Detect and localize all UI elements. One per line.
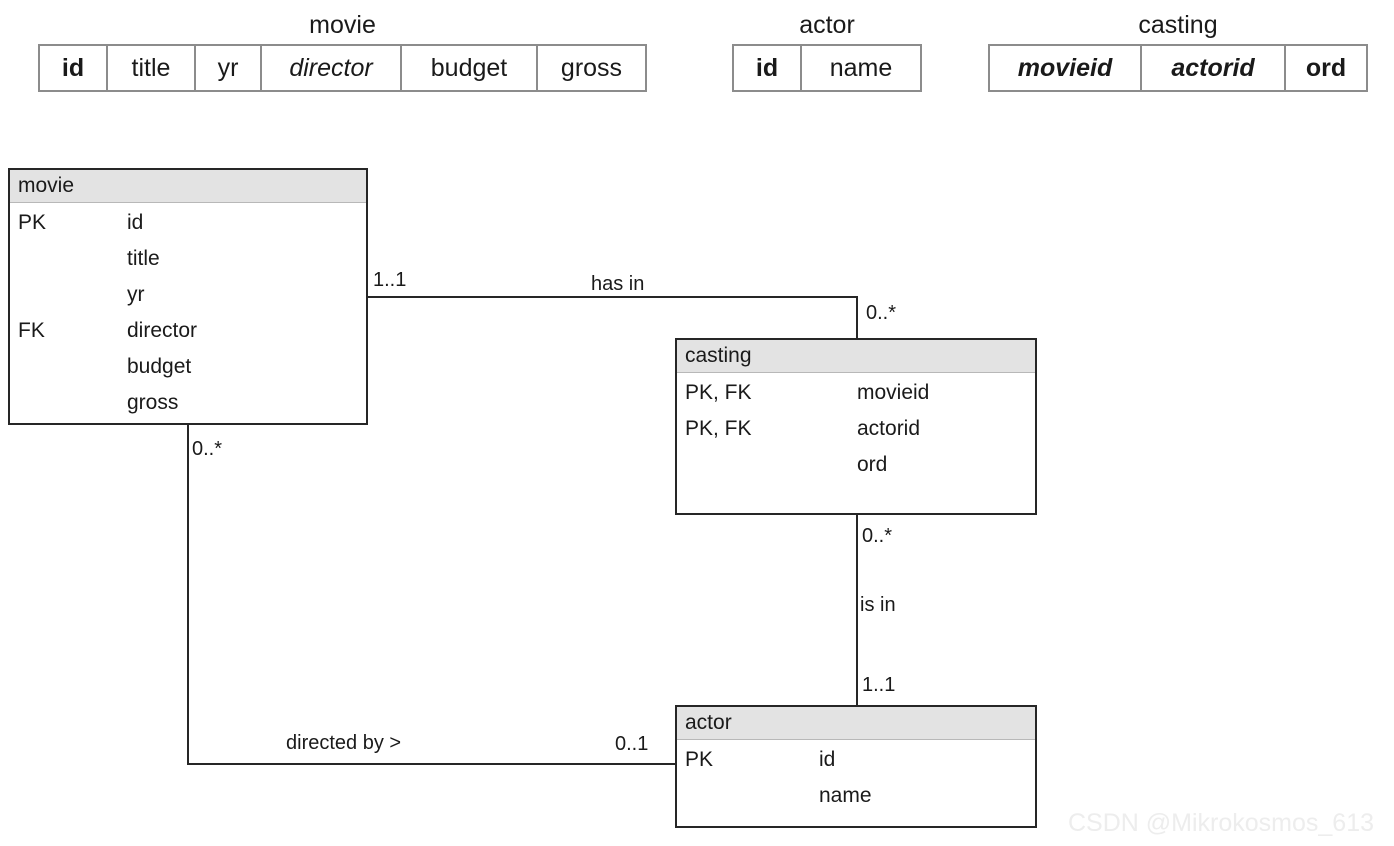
list-item: PK, FK movieid [677,375,1035,411]
list-item: PK, FK actorid [677,411,1035,447]
attribute-key: FK [18,319,45,342]
entity-title-actor: actor [677,707,1035,740]
attribute-name: id [819,748,836,771]
schema-column-title: title [106,44,196,92]
table-row: id name [732,44,922,92]
attribute-key: PK [18,211,47,234]
attribute-key [10,277,127,313]
schema-caption-movie: movie [309,11,376,39]
cardinality-movie-has-in: 1..1 [373,269,407,291]
schema-columns-casting: movieid actorid ord [988,44,1368,92]
attribute-name: yr [127,283,145,306]
attribute-name: budget [127,355,192,378]
connector-has-in-horizontal [368,296,858,298]
schema-column-actor-name: name [800,44,922,92]
entity-attributes-actor: PK id name [677,740,1035,814]
attribute-key: PK [685,748,714,771]
list-item: PK id [677,742,1035,778]
connector-has-in-vertical [856,296,858,340]
entity-attributes-casting: PK, FK movieid PK, FK actorid ord [677,373,1035,483]
attribute-name: title [127,247,160,270]
cardinality-casting-is-in: 0..* [862,525,893,547]
schema-column-gross: gross [536,44,647,92]
attribute-key [677,778,819,814]
schema-table-casting: casting movieid actorid ord [988,10,1368,92]
schema-table-actor: actor id name [732,10,922,92]
attribute-key [10,385,127,421]
schema-caption-casting: casting [1138,11,1218,39]
list-item: ord [677,447,1035,483]
attribute-key: PK, FK [685,417,752,440]
connector-is-in-vertical [856,514,858,706]
schema-column-budget: budget [400,44,538,92]
attribute-name: name [819,784,872,807]
connector-directed-by-vertical [187,425,189,765]
relationship-label-directed-by: directed by > [286,732,402,754]
schema-table-movie: movie id title yr director budget gross [38,10,647,92]
list-item: FK director [10,313,366,349]
schema-caption-actor: actor [799,11,855,39]
cardinality-casting-has-in: 0..* [866,302,897,324]
attribute-name: gross [127,391,179,414]
schema-column-yr: yr [194,44,262,92]
attribute-key [10,241,127,277]
watermark-text: CSDN @Mikrokosmos_613 [1068,809,1375,837]
cardinality-movie-directed-by: 0..* [192,438,223,460]
attribute-key [10,349,127,385]
list-item: title [10,241,366,277]
attribute-key: PK, FK [685,381,752,404]
entity-casting[interactable]: casting PK, FK movieid PK, FK actorid or… [675,338,1037,515]
schema-column-id: id [38,44,108,92]
table-row: movieid actorid ord [988,44,1368,92]
entity-actor[interactable]: actor PK id name [675,705,1037,828]
attribute-name: actorid [857,417,921,440]
entity-movie[interactable]: movie PK id title yr FK director budget … [8,168,368,425]
schema-column-ord: ord [1284,44,1368,92]
attribute-name: director [127,319,198,342]
relationship-label-has-in: has in [591,273,645,295]
entity-attributes-movie: PK id title yr FK director budget gross [10,203,366,421]
table-row: id title yr director budget gross [38,44,647,92]
schema-column-movieid: movieid [988,44,1142,92]
cardinality-actor-is-in: 1..1 [862,674,896,696]
schema-columns-movie: id title yr director budget gross [38,44,647,92]
schema-column-actorid: actorid [1140,44,1286,92]
list-item: gross [10,385,366,421]
entity-title-movie: movie [10,170,366,203]
attribute-key [677,447,857,483]
attribute-name: ord [857,453,888,476]
list-item: PK id [10,205,366,241]
list-item: name [677,778,1035,814]
schema-columns-actor: id name [732,44,922,92]
schema-column-actor-id: id [732,44,802,92]
cardinality-actor-directed-by: 0..1 [615,733,649,755]
relationship-label-is-in: is in [860,594,896,616]
attribute-name: id [127,211,144,234]
list-item: yr [10,277,366,313]
list-item: budget [10,349,366,385]
connector-directed-by-horizontal [187,763,677,765]
attribute-name: movieid [857,381,930,404]
entity-title-casting: casting [677,340,1035,373]
schema-column-director: director [260,44,402,92]
